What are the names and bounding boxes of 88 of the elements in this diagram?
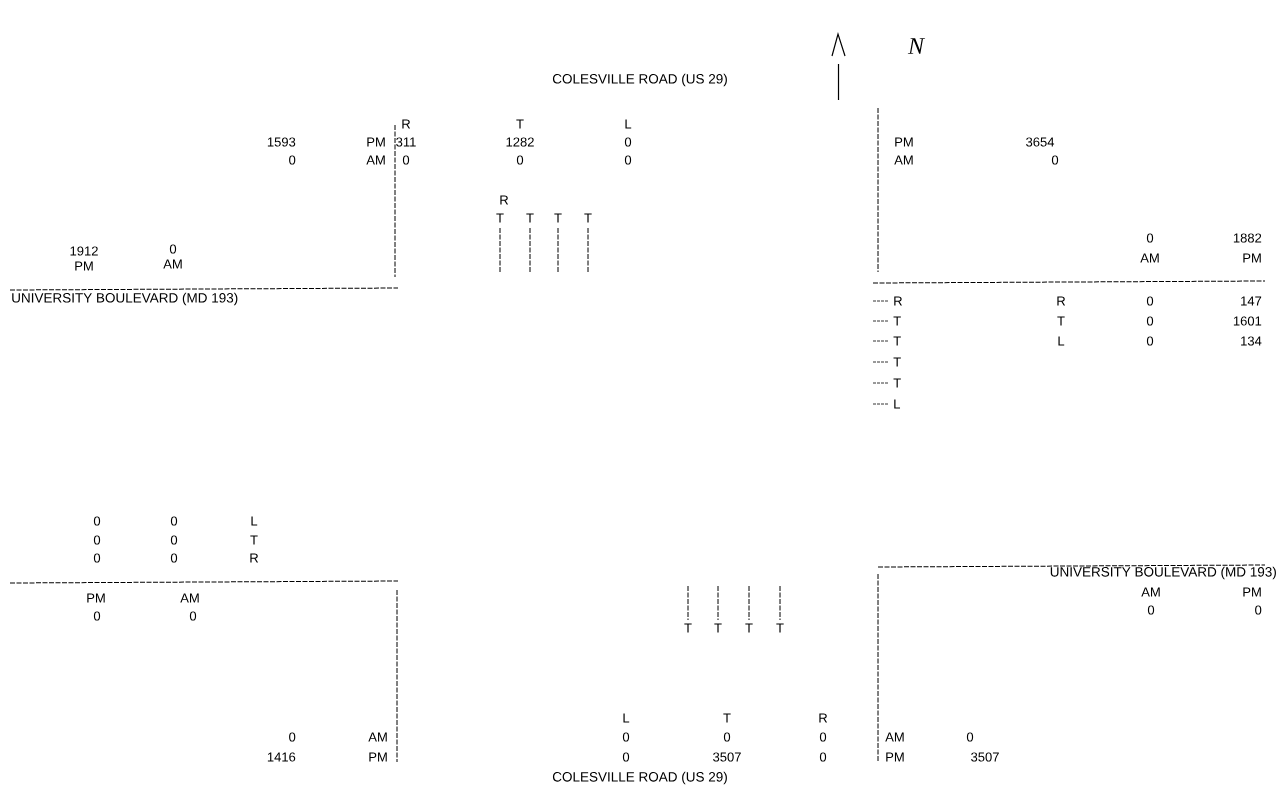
traffic-count: 0: [1147, 605, 1155, 615]
movement-label: T: [745, 623, 753, 633]
movement-label: T: [554, 213, 562, 223]
traffic-count: 0: [289, 155, 296, 165]
period-label: PM: [87, 593, 105, 603]
traffic-count: 3654: [1026, 137, 1055, 147]
period-label: AM: [894, 155, 913, 165]
traffic-count: 0: [622, 752, 630, 762]
movement-label: R: [1057, 296, 1066, 306]
movement-label: T: [526, 213, 534, 223]
movement-label: T: [893, 378, 901, 388]
traffic-count: 3507: [713, 752, 741, 762]
traffic-count: 1593: [267, 137, 296, 147]
road-name: UNIVERSITY BOULEVARD (MD 193): [1050, 566, 1276, 580]
traffic-count: 0: [624, 137, 632, 147]
traffic-count: 0: [189, 611, 197, 621]
traffic-count: 0: [1255, 605, 1262, 615]
traffic-count: 0: [93, 553, 101, 563]
movement-label: T: [496, 213, 504, 223]
period-label: PM: [886, 752, 904, 762]
movement-label: R: [894, 296, 902, 306]
traffic-count: 147: [1241, 296, 1262, 306]
period-label: AM: [1141, 587, 1160, 597]
period-label: AM: [366, 155, 385, 165]
movement-label: L: [1058, 336, 1065, 346]
movement-label: T: [893, 316, 901, 326]
traffic-count: 0: [289, 732, 296, 742]
traffic-count: 0: [93, 535, 101, 545]
traffic-count: 0: [93, 516, 101, 526]
movement-label: R: [402, 119, 411, 129]
movement-label: T: [1057, 316, 1065, 326]
traffic-count: 311: [396, 137, 416, 147]
traffic-count: 0: [170, 516, 178, 526]
period-label: AM: [163, 259, 182, 269]
north-label: N: [907, 38, 926, 54]
traffic-count: 1912: [70, 246, 98, 256]
period-label: PM: [895, 137, 913, 147]
traffic-count: 0: [1146, 336, 1154, 346]
period-label: PM: [1243, 253, 1261, 263]
movement-label: T: [684, 623, 692, 633]
traffic-count: 1601: [1233, 316, 1262, 326]
movement-label: T: [776, 623, 784, 633]
period-label: AM: [1140, 253, 1159, 263]
traffic-count: 134: [1241, 336, 1262, 346]
traffic-count: 0: [170, 553, 178, 563]
traffic-count: 0: [170, 535, 178, 545]
movement-label: T: [893, 357, 901, 367]
movement-label: L: [894, 399, 900, 409]
traffic-count: 0: [1146, 296, 1154, 306]
movement-label: L: [251, 516, 258, 526]
movement-label: T: [723, 713, 731, 723]
traffic-count: 1416: [267, 752, 296, 762]
movement-label: T: [714, 623, 722, 633]
movement-label: T: [516, 119, 524, 129]
traffic-count: 0: [402, 155, 410, 165]
movement-label: T: [893, 336, 901, 346]
period-label: AM: [885, 732, 904, 742]
traffic-count: 0: [1051, 155, 1059, 165]
movement-label: L: [623, 713, 630, 723]
movement-label: T: [584, 213, 592, 223]
traffic-count: 0: [93, 611, 101, 621]
period-label: PM: [367, 137, 385, 147]
movement-label: R: [819, 713, 828, 723]
traffic-count: 0: [966, 732, 974, 742]
movement-label: L: [625, 119, 632, 129]
movement-label: R: [500, 195, 509, 205]
movement-label: T: [250, 535, 258, 545]
period-label: PM: [75, 261, 93, 271]
traffic-count: 0: [819, 732, 827, 742]
period-label: AM: [368, 732, 387, 742]
traffic-count: 0: [169, 244, 177, 254]
movement-label: R: [250, 553, 259, 563]
traffic-count: 0: [1146, 233, 1154, 243]
traffic-count: 3507: [971, 752, 999, 762]
traffic-count: 1282: [506, 137, 534, 147]
traffic-count: 0: [516, 155, 524, 165]
traffic-count: 0: [1146, 316, 1154, 326]
road-name: COLESVILLE ROAD (US 29): [552, 73, 727, 87]
traffic-count: 1882: [1233, 233, 1262, 243]
period-label: PM: [1243, 587, 1261, 597]
road-name: UNIVERSITY BOULEVARD (MD 193): [12, 292, 238, 306]
traffic-count: 0: [723, 732, 731, 742]
road-name: COLESVILLE ROAD (US 29): [552, 771, 727, 785]
traffic-count: 0: [622, 732, 630, 742]
traffic-count: 0: [819, 752, 827, 762]
period-label: PM: [369, 752, 387, 762]
period-label: AM: [180, 593, 199, 603]
traffic-count: 0: [624, 155, 632, 165]
